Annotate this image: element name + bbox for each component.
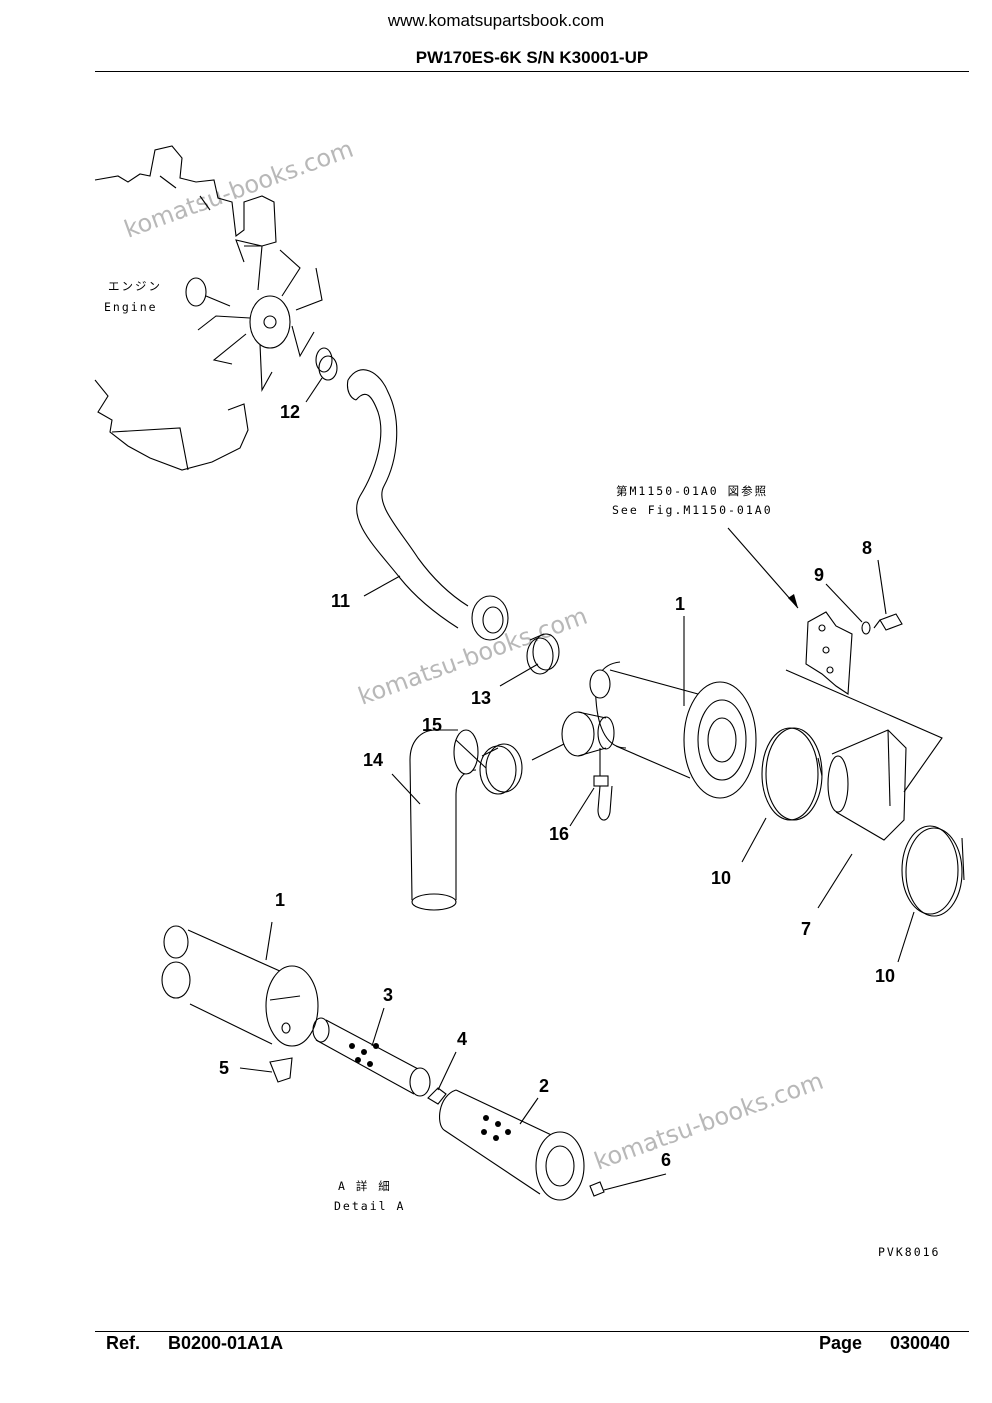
part-14-elbow: [409, 729, 479, 911]
watermark-1: komatsu-books.com: [120, 135, 357, 244]
detail-a-inner-element: [312, 1017, 431, 1097]
part-16-sensor: [531, 743, 613, 821]
ref-value: B0200-01A1A: [168, 1333, 284, 1353]
callout-1-upper: 1: [675, 594, 685, 614]
callouts: 12 11 8 9 1 13 15 14 16 10 7 10 1 3 4 5 …: [219, 402, 895, 1170]
page-value: 030040: [890, 1333, 951, 1353]
cooling-fan: [185, 239, 323, 392]
callout-11: 11: [331, 591, 350, 611]
detail-a-nut: [427, 1087, 447, 1105]
callout-4: 4: [457, 1029, 467, 1049]
callout-12: 12: [280, 402, 300, 422]
callout-10-right: 10: [875, 966, 895, 986]
part-10-band-right: [901, 825, 965, 917]
callout-1-detail: 1: [275, 890, 285, 910]
leader-lines: [239, 377, 915, 1191]
part-8-9-bracket: [785, 611, 943, 793]
detail-a-air-cleaner: [161, 925, 319, 1047]
see-fig-jp: 第M1150-01A0 図参照: [616, 484, 768, 498]
detail-a-cap: [269, 1057, 293, 1083]
part-12-clamp: [315, 347, 338, 381]
part-13-clamp: [526, 633, 560, 675]
callout-2: 2: [539, 1076, 549, 1096]
ref-label: Ref.: [106, 1333, 141, 1353]
callout-9: 9: [814, 565, 824, 585]
callout-7: 7: [801, 919, 811, 939]
callout-10-left: 10: [711, 868, 731, 888]
see-fig-en: See Fig.M1150-01A0: [612, 503, 773, 517]
callout-14: 14: [363, 750, 383, 770]
page-label: Page: [819, 1333, 863, 1353]
callout-13: 13: [471, 688, 491, 708]
part-15-clamp: [479, 743, 523, 795]
callout-5: 5: [219, 1058, 229, 1078]
callout-6: 6: [661, 1150, 671, 1170]
detail-label-jp: A 詳 細: [338, 1179, 392, 1193]
part-11-hose: [346, 369, 509, 641]
callout-8: 8: [862, 538, 872, 558]
callout-16: 16: [549, 824, 569, 844]
part-1-air-cleaner: [561, 661, 757, 799]
site-url[interactable]: www.komatsupartsbook.com: [387, 11, 605, 30]
see-fig-arrow: [727, 527, 799, 609]
model-title: PW170ES-6K S/N K30001-UP: [415, 48, 649, 67]
part-7-holder: [827, 729, 907, 841]
callout-3: 3: [383, 985, 393, 1005]
drawing-code: PVK8016: [878, 1245, 940, 1259]
detail-a-clip: [589, 1181, 605, 1197]
engine-outline: エンジン Engine: [94, 145, 277, 471]
footer-rule: [95, 1331, 969, 1332]
detail-a-outer-element: [438, 1089, 585, 1201]
part-10-band-left: [761, 727, 823, 821]
engine-label-jp: エンジン: [108, 279, 162, 293]
watermark-3: komatsu-books.com: [590, 1067, 827, 1176]
engine-label-en: Engine: [104, 300, 158, 314]
header-rule: [95, 71, 969, 72]
callout-15: 15: [422, 715, 442, 735]
detail-label-en: Detail A: [334, 1199, 405, 1213]
